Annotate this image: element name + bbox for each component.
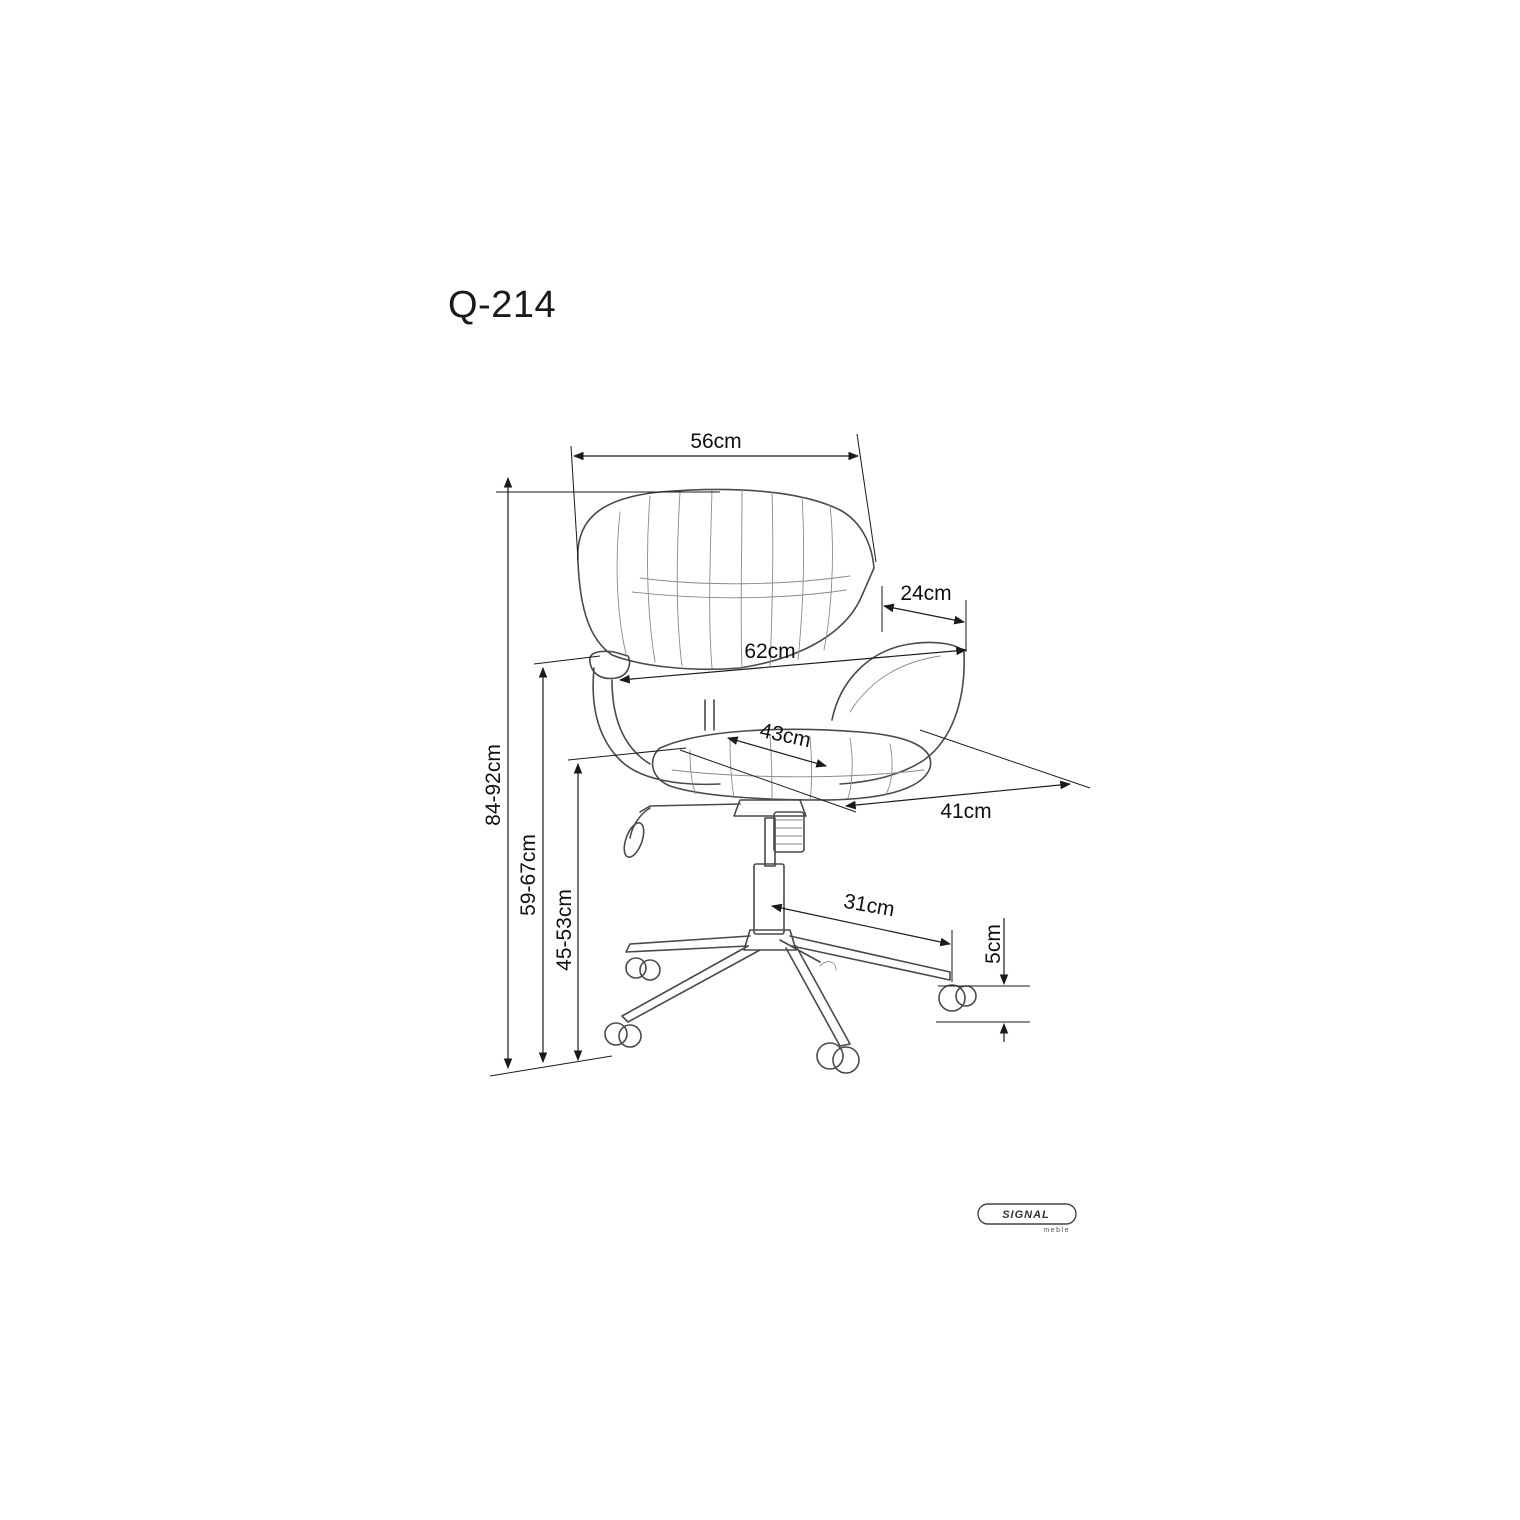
dim-label-total-width: 62cm <box>744 640 795 663</box>
chair-star-base <box>621 929 951 1047</box>
dim-label-base-radius: 31cm <box>842 890 897 922</box>
chair-left-armrest <box>589 650 721 786</box>
chair-illustration <box>577 488 977 1074</box>
dim-label-armrest-length: 24cm <box>900 582 951 605</box>
chair-mechanism <box>623 799 807 858</box>
dim-label-seat-height: 45-53cm <box>553 889 576 971</box>
dim-label-backrest-width: 56cm <box>690 430 741 453</box>
page-title: Q-214 <box>448 284 557 326</box>
chair-casters <box>604 957 977 1074</box>
chair-backrest <box>577 488 875 671</box>
dim-label-total-height: 84-92cm <box>482 744 505 826</box>
chair-back-support <box>704 699 715 731</box>
dim-label-seat-width: 41cm <box>940 800 991 823</box>
dim-label-armrest-height: 59-67cm <box>517 834 540 916</box>
logo-brand-text: SIGNAL <box>1002 1209 1050 1221</box>
dim-label-wheel-height: 5cm <box>982 924 1005 964</box>
dimension-lines <box>489 433 1091 1077</box>
chair-gas-cylinder <box>753 811 805 935</box>
dimension-labels: 56cm 84-92cm 59-67cm 45-53cm 24cm 62cm 4… <box>482 430 1005 971</box>
signal-logo: SIGNAL meble <box>977 1203 1077 1234</box>
logo-sub-text: meble <box>1043 1227 1070 1234</box>
dim-label-seat-depth: 43cm <box>758 719 813 752</box>
